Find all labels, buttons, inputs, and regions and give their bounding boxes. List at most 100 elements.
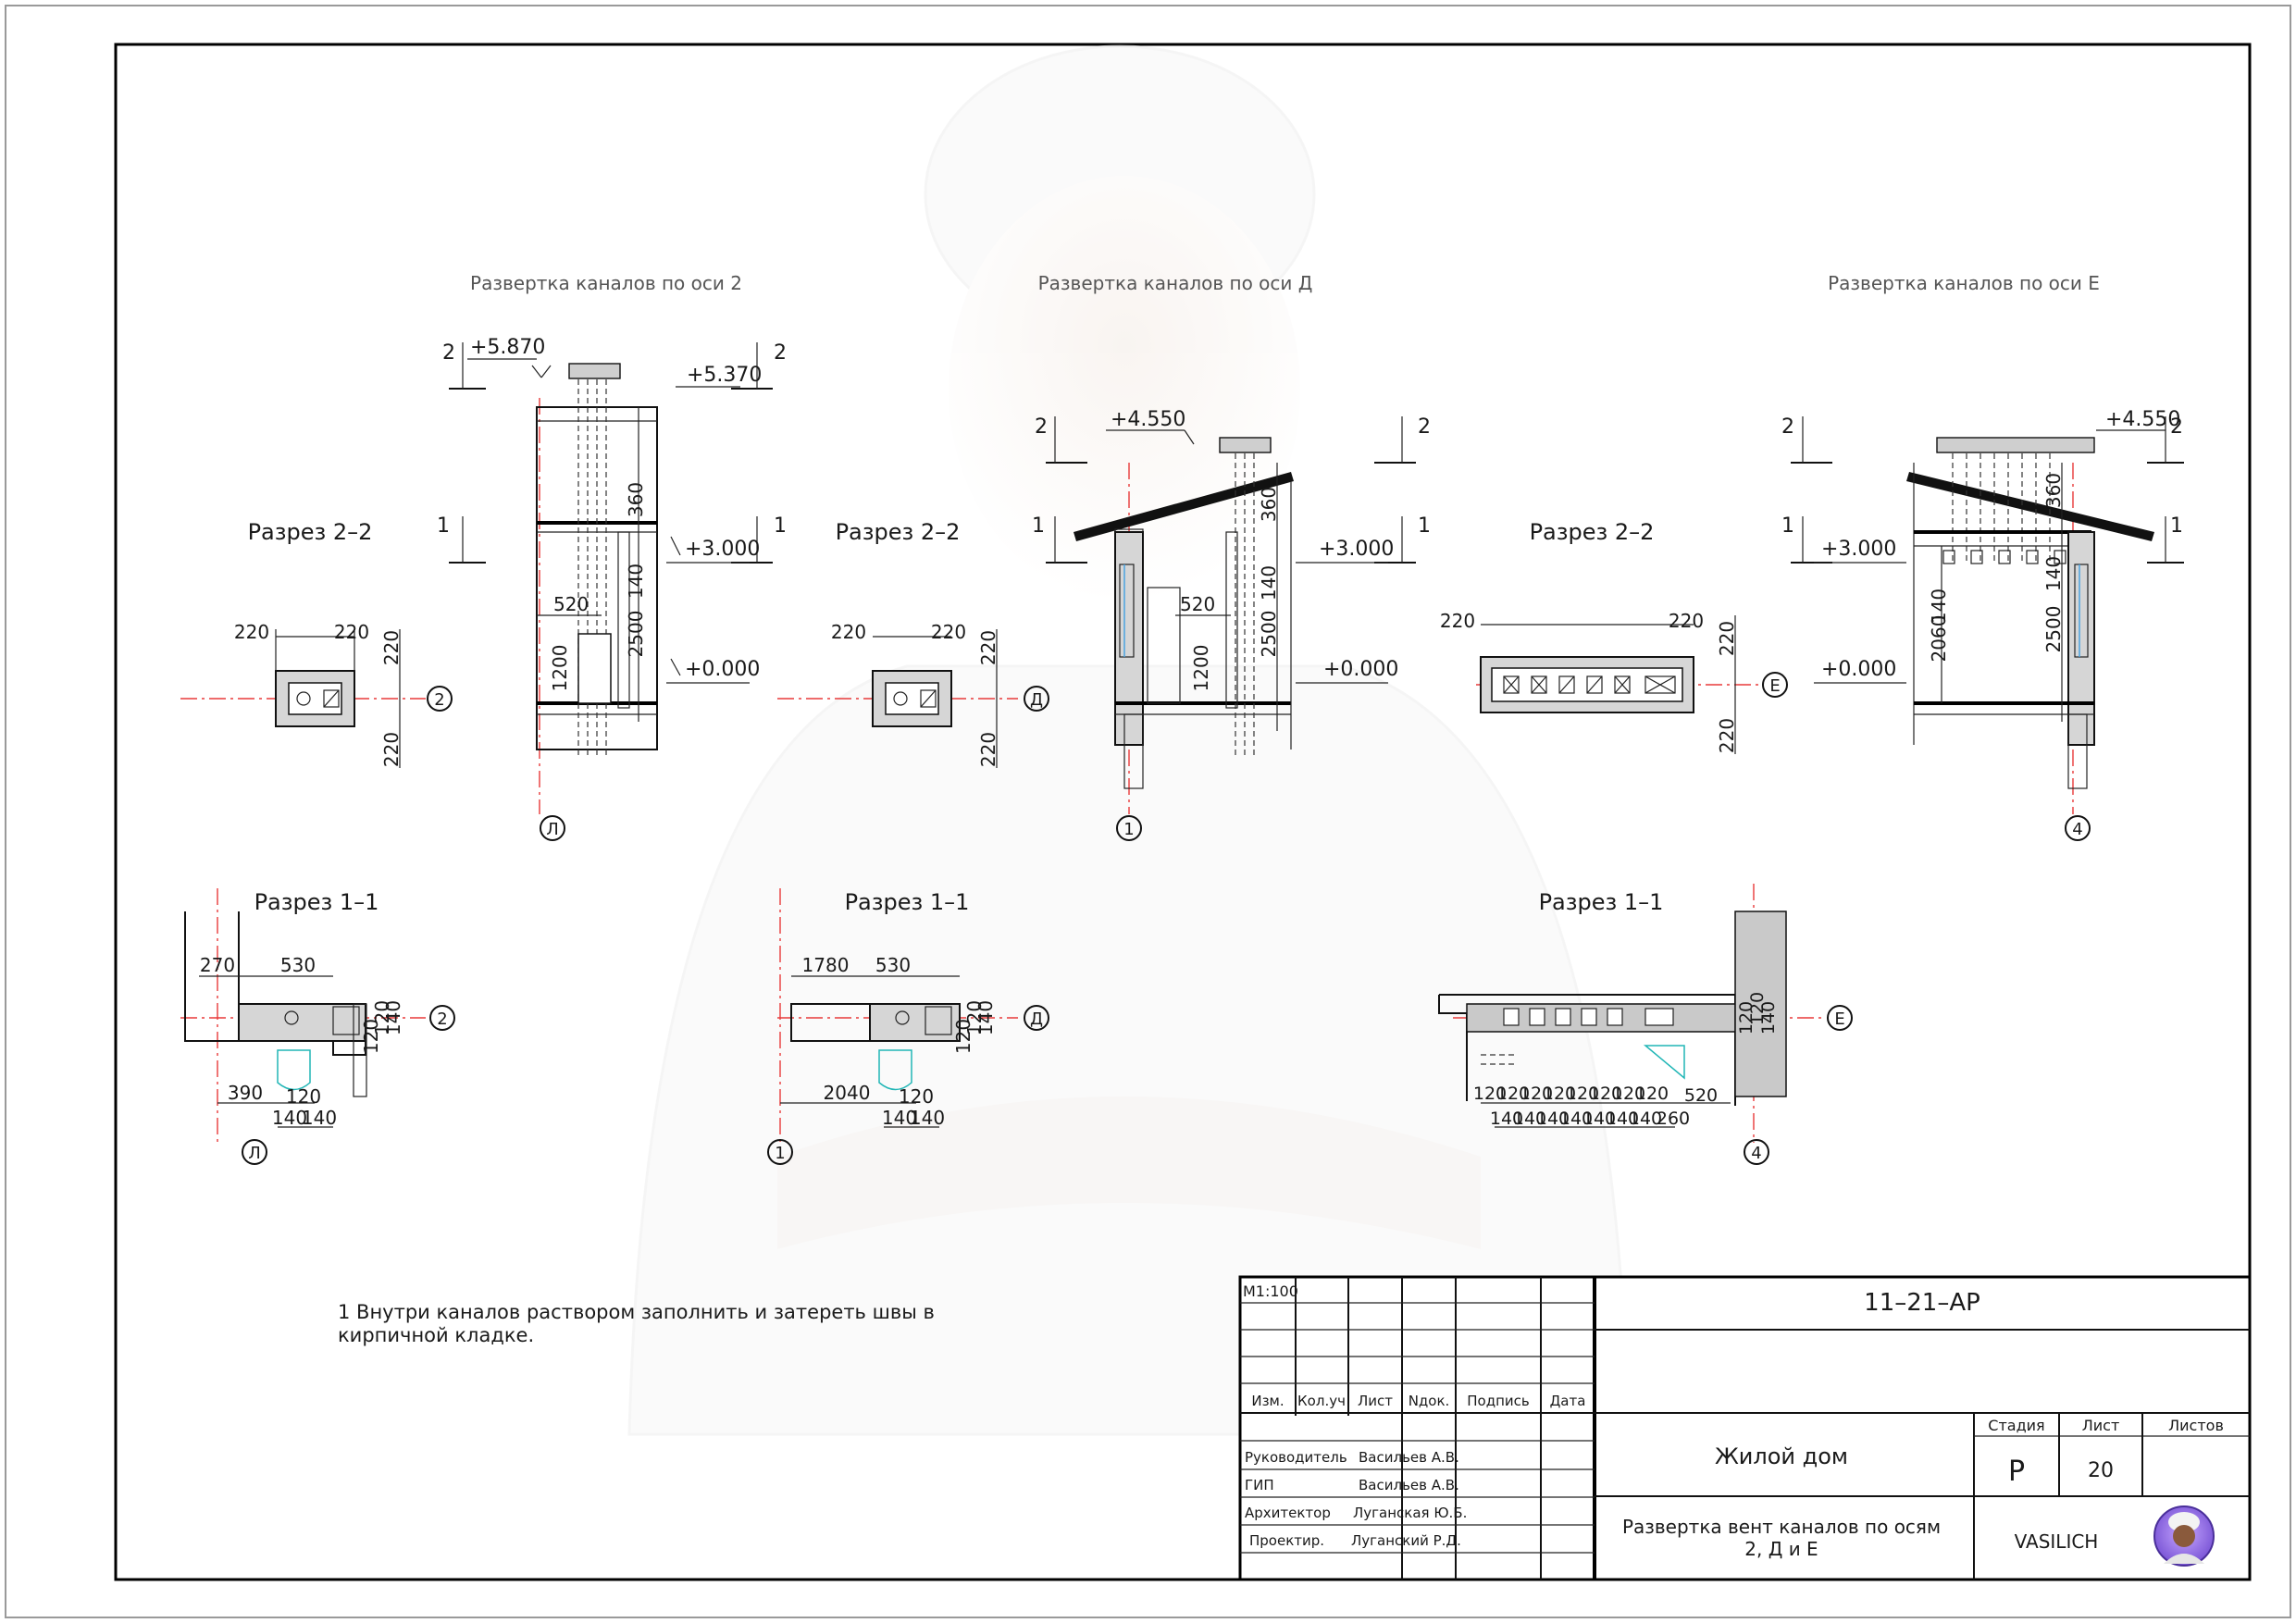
svg-text:220: 220 [1716, 621, 1738, 656]
view-axis-d: Развертка каналов по оси Д Разрез 2–2 22… [767, 272, 1431, 1165]
svg-text:520: 520 [1180, 593, 1215, 615]
svg-text:1: 1 [775, 1144, 785, 1163]
svg-text:220: 220 [334, 621, 369, 643]
plan-1-1: 1780 530 120 120 140 2040 120 140 140 Д … [767, 888, 1049, 1165]
svg-text:140: 140 [1559, 1109, 1593, 1129]
section-title-2-2: Разрез 2–2 [248, 519, 373, 545]
svg-text:+0.000: +0.000 [1821, 658, 1896, 681]
elevation-2-2: 2 +5.870 2 +5.370 1 1 [437, 336, 787, 841]
svg-text:2500: 2500 [2042, 606, 2065, 653]
svg-text:530: 530 [280, 954, 316, 976]
svg-text:120: 120 [371, 1000, 393, 1035]
svg-text:220: 220 [234, 621, 269, 643]
svg-text:+0.000: +0.000 [685, 658, 760, 681]
svg-text:1: 1 [1123, 820, 1134, 839]
svg-text:140: 140 [1758, 1001, 1779, 1035]
svg-text:Васильев А.В.: Васильев А.В. [1359, 1477, 1459, 1493]
svg-text:Изм.: Изм. [1251, 1393, 1284, 1409]
svg-text:520: 520 [553, 593, 589, 615]
svg-text:140: 140 [272, 1107, 307, 1129]
svg-text:4: 4 [1751, 1144, 1761, 1163]
svg-text:1: 1 [437, 514, 450, 538]
view-header: Развертка каналов по оси Е [1828, 272, 2100, 294]
section-title-2-2: Разрез 2–2 [1530, 519, 1655, 545]
svg-text:530: 530 [875, 954, 911, 976]
svg-text:кирпичной кладке.: кирпичной кладке. [338, 1324, 534, 1346]
plan-1-1: 270 530 120 120 140 390 120 140 140 2 Л [180, 888, 455, 1165]
scale-label: М1:100 [1243, 1282, 1298, 1300]
view-header: Развертка каналов по оси Д [1038, 272, 1313, 294]
svg-text:Подпись: Подпись [1467, 1393, 1529, 1409]
dims-top-row: 120 120 120 120 120 120 120 120 520 [1473, 1084, 1718, 1106]
svg-text:Л: Л [248, 1144, 261, 1163]
svg-text:Дата: Дата [1550, 1393, 1586, 1409]
svg-text:Е: Е [1834, 1010, 1844, 1029]
svg-text:Стадия: Стадия [1988, 1417, 2044, 1434]
general-note: 1 Внутри каналов раствором заполнить и з… [338, 1301, 935, 1346]
svg-text:120: 120 [1635, 1084, 1669, 1104]
svg-text:+4.550: +4.550 [2105, 408, 2180, 431]
svg-text:120: 120 [1612, 1084, 1645, 1104]
view-axis-e: Развертка каналов по оси Е Разрез 2–2 22… [1438, 272, 2184, 1165]
svg-text:Лист: Лист [2082, 1417, 2120, 1434]
svg-text:Д: Д [1030, 690, 1043, 710]
svg-text:Лист: Лист [1358, 1393, 1393, 1409]
frame-border [114, 43, 2252, 1581]
svg-text:220: 220 [380, 732, 403, 767]
svg-text:Д: Д [1030, 1010, 1043, 1029]
svg-text:120: 120 [1520, 1084, 1553, 1104]
plan-1-1: 120 120 120 120 120 120 120 120 520 140 … [1438, 884, 1853, 1165]
svg-text:360: 360 [2042, 473, 2065, 508]
svg-text:220: 220 [931, 621, 966, 643]
svg-text:Nдок.: Nдок. [1409, 1393, 1450, 1409]
svg-text:120: 120 [1747, 992, 1768, 1025]
svg-text:220: 220 [1716, 718, 1738, 753]
elevation-2-2: 2 2 +4.550 1 1 [1781, 408, 2184, 841]
svg-text:140: 140 [1606, 1109, 1639, 1129]
svg-text:140: 140 [1629, 1109, 1662, 1129]
svg-text:270: 270 [200, 954, 235, 976]
elevation-2-2: 2 +4.550 2 1 1 [1032, 408, 1431, 841]
svg-text:Васильев А.В.: Васильев А.В. [1359, 1449, 1459, 1466]
plan-2-2: 220 220 220 220 Д [777, 621, 1049, 768]
plan-2-2: 220 220 220 220 Е [1440, 610, 1788, 754]
svg-text:360: 360 [1258, 487, 1280, 522]
svg-text:+5.370: +5.370 [687, 364, 762, 387]
svg-text:1: 1 [1032, 514, 1045, 538]
svg-text:120: 120 [899, 1085, 934, 1108]
watermark-figure [627, 44, 1631, 1436]
svg-text:Листов: Листов [2168, 1417, 2224, 1434]
svg-text:+3.000: +3.000 [1821, 538, 1896, 561]
svg-text:120: 120 [1589, 1084, 1622, 1104]
svg-text:120: 120 [1566, 1084, 1599, 1104]
svg-text:140: 140 [382, 1000, 404, 1035]
svg-text:140: 140 [882, 1107, 917, 1129]
svg-text:2: 2 [1418, 415, 1431, 439]
svg-text:+3.000: +3.000 [685, 538, 760, 561]
svg-text:120: 120 [286, 1085, 321, 1108]
svg-text:2060: 2060 [1928, 615, 1950, 663]
svg-text:Архитектор: Архитектор [1245, 1505, 1331, 1521]
svg-text:Руководитель: Руководитель [1245, 1449, 1347, 1466]
svg-text:2: 2 [434, 690, 444, 710]
svg-text:Луганская Ю.Б.: Луганская Ю.Б. [1353, 1505, 1467, 1521]
svg-text:360: 360 [625, 482, 647, 517]
svg-text:220: 220 [977, 732, 999, 767]
svg-text:220: 220 [831, 621, 866, 643]
svg-text:120: 120 [1543, 1084, 1576, 1104]
stage-value: Р [2008, 1456, 2025, 1488]
svg-text:120: 120 [1473, 1084, 1507, 1104]
svg-text:120: 120 [952, 1019, 974, 1054]
section-title-1-1: Разрез 1–1 [1539, 889, 1664, 915]
svg-text:140: 140 [1536, 1109, 1570, 1129]
svg-text:140: 140 [625, 564, 647, 599]
svg-text:140: 140 [1928, 588, 1950, 624]
title-block: М1:100 11–21–АР Изм. Кол.уч Лист Nдок. П… [1238, 1275, 2252, 1581]
svg-text:2: 2 [1035, 415, 1048, 439]
svg-text:2, Д и Е: 2, Д и Е [1744, 1538, 1818, 1560]
svg-text:520: 520 [1684, 1085, 1718, 1106]
svg-text:+3.000: +3.000 [1319, 538, 1394, 561]
svg-text:2: 2 [2170, 415, 2183, 439]
